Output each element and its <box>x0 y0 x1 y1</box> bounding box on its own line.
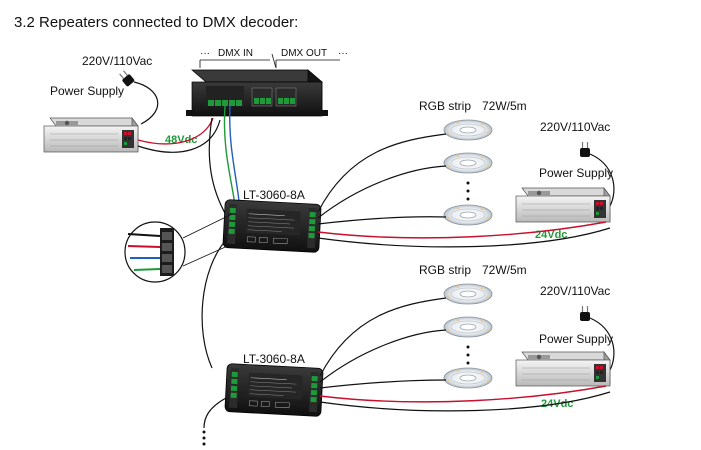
dmx-out-label: DMX OUT <box>281 48 327 59</box>
repeater-2-mains-cable <box>589 317 615 371</box>
top-psu-label: Power Supply <box>50 84 124 98</box>
repeater-1-model: LT-3060-8A <box>243 188 305 202</box>
top-power-supply <box>43 117 139 153</box>
repeater-1-mains-cable <box>589 153 615 207</box>
repeater-1-strip-cable-1 <box>317 133 447 213</box>
repeater-1-led-strip-reel-3 <box>443 204 493 226</box>
repeater-2-strip-cable-1 <box>319 297 447 377</box>
repeater-2-led-strip-reel-2 <box>443 316 493 338</box>
repeater-1-strip-cable-2 <box>317 165 447 219</box>
repeater-1-mains-label: 220V/110Vac <box>540 120 610 134</box>
dmx-in-ellipsis: ··· <box>200 48 210 59</box>
top-psu-dc-wire-negative <box>137 119 221 153</box>
repeater-1-strip-label: RGB strip <box>419 99 471 113</box>
dmx-in-label: DMX IN <box>218 48 253 59</box>
repeater-1-power-supply <box>515 187 611 223</box>
top-psu-dc-wire-positive <box>137 117 214 145</box>
decoder-output-wire-blue <box>229 105 241 213</box>
repeater-1-power-wire-negative <box>317 227 611 248</box>
top-mains-cable <box>133 81 159 125</box>
repeater-1-psu-voltage: 24Vdc <box>535 229 567 241</box>
top-psu-mains-label: 220V/110Vac <box>82 54 152 68</box>
repeater-2-output-cable <box>203 397 227 429</box>
repeater-1-psu-label: Power Supply <box>539 166 613 180</box>
repeater-1-strip-continuation-dots <box>466 181 470 201</box>
repeater-1-led-strip-reel-1 <box>443 119 493 141</box>
terminal-zoom-icon <box>124 213 233 283</box>
repeater-1 <box>222 199 322 253</box>
repeater-2-power-wire-positive <box>319 385 607 403</box>
repeater-2-strip-cable-3 <box>319 379 447 389</box>
dmx-decoder <box>186 69 328 117</box>
repeater-2 <box>224 363 324 417</box>
repeater-2-power-wire-negative <box>319 391 611 412</box>
repeater-2-led-strip-reel-3 <box>443 367 493 389</box>
repeater-2-mains-label: 220V/110Vac <box>540 284 610 298</box>
repeater-1-strip-cable-3 <box>317 216 447 225</box>
repeater-1-led-strip-reel-2 <box>443 152 493 174</box>
repeater-2-model: LT-3060-8A <box>243 352 305 366</box>
repeater-2-strip-power: 72W/5m <box>482 263 527 277</box>
repeater-2-strip-cable-2 <box>319 329 447 383</box>
repeater-2-mains-plug-icon <box>579 305 591 322</box>
repeater-1-strip-power: 72W/5m <box>482 99 527 113</box>
repeater-2-led-strip-reel-1 <box>443 283 493 305</box>
decoder-to-repeater-cable <box>208 117 227 216</box>
repeater-2-power-supply <box>515 351 611 387</box>
downstream-continuation-dots <box>202 430 206 446</box>
section-heading: 3.2 Repeaters connected to DMX decoder: <box>14 14 298 31</box>
repeater-1-power-wire-positive <box>317 221 607 239</box>
repeater-1-mains-plug-icon <box>579 141 591 158</box>
repeater-2-psu-label: Power Supply <box>539 332 613 346</box>
repeater-link-cable <box>201 239 227 369</box>
repeater-2-strip-continuation-dots <box>466 345 470 365</box>
dmx-out-ellipsis: ··· <box>338 48 348 59</box>
repeater-2-strip-label: RGB strip <box>419 263 471 277</box>
